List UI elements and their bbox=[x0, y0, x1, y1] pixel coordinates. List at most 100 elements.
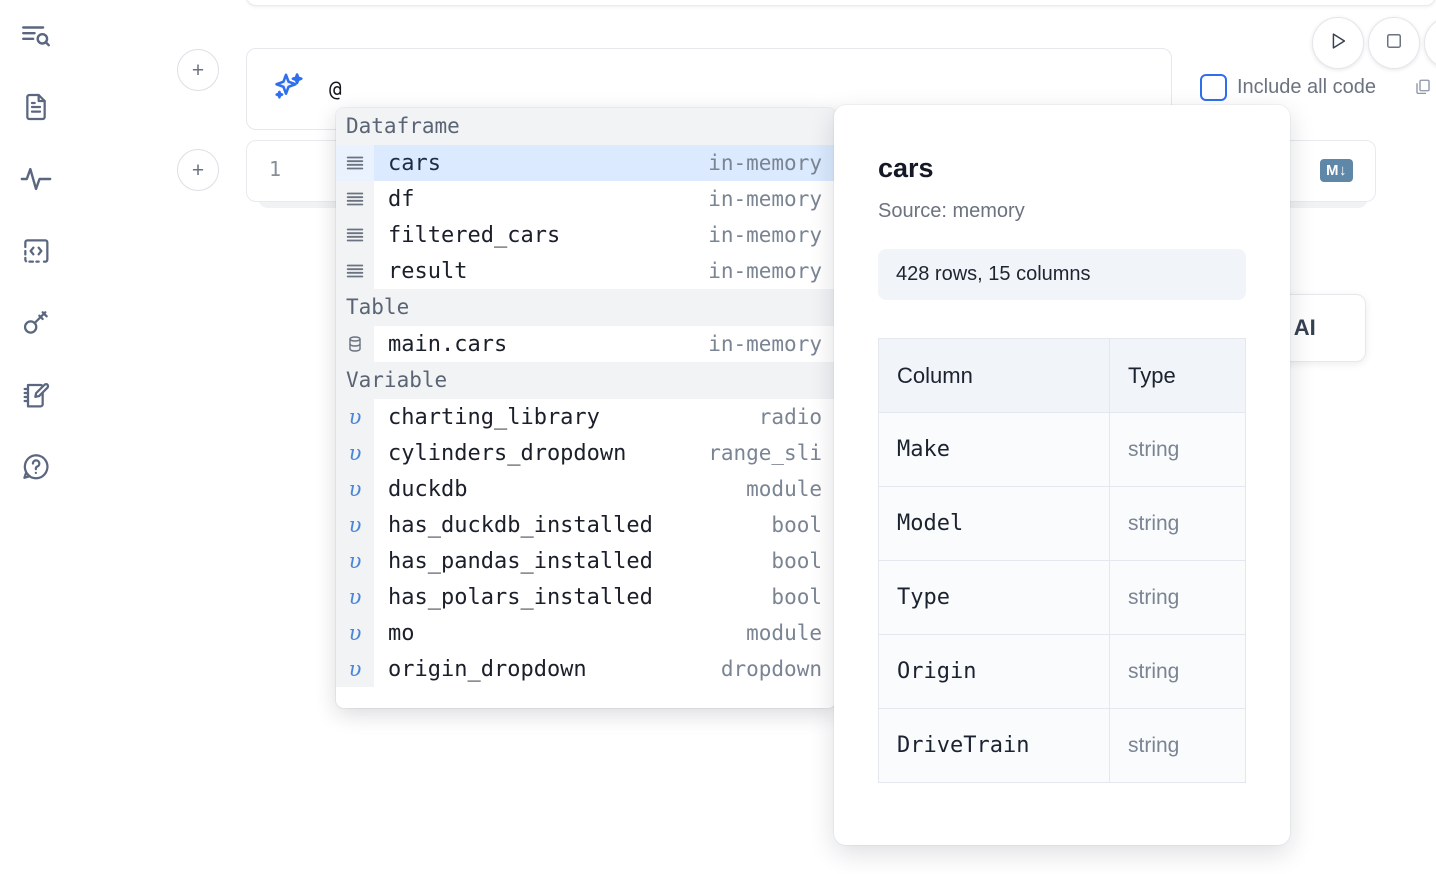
sidebar-item-file-explorer[interactable] bbox=[14, 14, 58, 58]
add-cell-button-top[interactable]: + bbox=[177, 49, 219, 91]
sidebar-rail bbox=[0, 0, 72, 874]
autocomplete-item-name: duckdb bbox=[388, 476, 468, 502]
autocomplete-item[interactable]: υ charting_library radio bbox=[336, 399, 836, 435]
autocomplete-item-name: origin_dropdown bbox=[388, 656, 587, 682]
schema-column-type: string bbox=[1109, 560, 1246, 635]
key-icon bbox=[20, 307, 52, 339]
schema-column-header: Column bbox=[878, 338, 1110, 413]
autocomplete-item-name: cars bbox=[388, 150, 441, 176]
variable-icon: υ bbox=[336, 471, 374, 507]
cell-above bbox=[246, 0, 1436, 6]
autocomplete-item-name: has_polars_installed bbox=[388, 584, 653, 610]
autocomplete-item-name: has_pandas_installed bbox=[388, 548, 653, 574]
schema-column-name: Origin bbox=[878, 634, 1110, 709]
copy-doc-icon[interactable] bbox=[1414, 78, 1432, 101]
autocomplete-item-type: in-memory bbox=[708, 223, 822, 247]
autocomplete-group-header: Table bbox=[336, 289, 836, 326]
autocomplete-item-name: result bbox=[388, 258, 468, 284]
autocomplete-item-type: range_sli bbox=[708, 441, 822, 465]
schema-column-type: string bbox=[1109, 486, 1246, 561]
schema-column-name: Type bbox=[878, 560, 1110, 635]
sidebar-item-snippets[interactable] bbox=[14, 229, 58, 273]
include-all-code-checkbox[interactable] bbox=[1200, 74, 1227, 101]
autocomplete-item[interactable]: result in-memory bbox=[336, 253, 836, 289]
variable-icon: υ bbox=[336, 615, 374, 651]
play-icon bbox=[1327, 30, 1349, 57]
autocomplete-item-name: mo bbox=[388, 620, 415, 646]
autocomplete-item-type: in-memory bbox=[708, 187, 822, 211]
detail-title: cars bbox=[878, 153, 934, 183]
code-brackets-icon bbox=[20, 235, 52, 267]
variable-icon: υ bbox=[336, 543, 374, 579]
markdown-badge[interactable]: M↓ bbox=[1320, 159, 1353, 182]
sidebar-item-activity[interactable] bbox=[14, 157, 58, 201]
dataframe-icon bbox=[336, 181, 374, 217]
autocomplete-item-name: charting_library bbox=[388, 404, 600, 430]
autocomplete-item-type: module bbox=[746, 477, 822, 501]
notebook-pencil-icon bbox=[20, 379, 52, 411]
run-button[interactable] bbox=[1312, 17, 1364, 69]
schema-column-type: string bbox=[1109, 708, 1246, 783]
autocomplete-item-type: bool bbox=[771, 585, 822, 609]
ai-sparkle-icon bbox=[271, 70, 307, 106]
dataframe-icon bbox=[336, 217, 374, 253]
schema-column-name: DriveTrain bbox=[878, 708, 1110, 783]
autocomplete-item-type: radio bbox=[758, 405, 822, 429]
dataframe-icon bbox=[336, 253, 374, 289]
schema-column-name: Make bbox=[878, 412, 1110, 487]
dataframe-icon bbox=[336, 145, 374, 181]
sidebar-item-documents[interactable] bbox=[14, 85, 58, 129]
stop-square-icon bbox=[1384, 31, 1404, 56]
variable-icon: υ bbox=[336, 399, 374, 435]
autocomplete-item[interactable]: cars in-memory bbox=[336, 145, 836, 181]
schema-column-name: Model bbox=[878, 486, 1110, 561]
document-icon bbox=[20, 91, 52, 123]
autocomplete-item-type: in-memory bbox=[708, 259, 822, 283]
autocomplete-item[interactable]: υ has_pandas_installed bool bbox=[336, 543, 836, 579]
add-cell-button-bottom[interactable]: + bbox=[177, 149, 219, 191]
include-all-code-row[interactable]: Include all code bbox=[1200, 74, 1376, 101]
include-all-code-label: Include all code bbox=[1237, 76, 1376, 98]
sidebar-item-help[interactable] bbox=[14, 445, 58, 489]
autocomplete-item-type: bool bbox=[771, 549, 822, 573]
more-actions-button[interactable] bbox=[1424, 17, 1436, 69]
autocomplete-item-type: in-memory bbox=[708, 332, 822, 356]
stop-button[interactable] bbox=[1368, 17, 1420, 69]
database-icon bbox=[336, 326, 374, 362]
dataframe-detail-panel: cars Source: memory 428 rows, 15 columns… bbox=[834, 105, 1290, 845]
autocomplete-group-header: Variable bbox=[336, 362, 836, 399]
variable-icon: υ bbox=[336, 507, 374, 543]
schema-column-type: string bbox=[1109, 412, 1246, 487]
autocomplete-item-name: main.cars bbox=[388, 331, 508, 357]
sidebar-item-secrets[interactable] bbox=[14, 301, 58, 345]
activity-pulse-icon bbox=[19, 162, 53, 196]
schema-table-header-row: Column Type bbox=[878, 338, 1246, 413]
schema-type-header: Type bbox=[1109, 338, 1246, 413]
search-list-icon bbox=[19, 19, 53, 53]
sidebar-item-scratchpad[interactable] bbox=[14, 373, 58, 417]
autocomplete-item[interactable]: main.cars in-memory bbox=[336, 326, 836, 362]
autocomplete-item-name: cylinders_dropdown bbox=[388, 440, 627, 466]
detail-source: Source: memory bbox=[878, 200, 1025, 222]
autocomplete-item-type: bool bbox=[771, 513, 822, 537]
variable-icon: υ bbox=[336, 651, 374, 687]
line-number: 1 bbox=[269, 157, 282, 181]
autocomplete-item-type: in-memory bbox=[708, 151, 822, 175]
ai-prompt-input[interactable] bbox=[329, 69, 1149, 109]
